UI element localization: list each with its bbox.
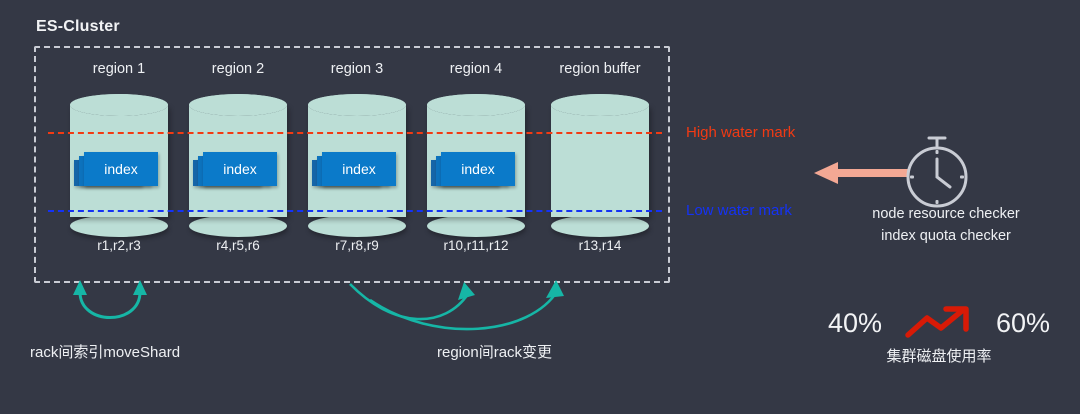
region-cylinder: index (189, 94, 287, 237)
checker-line-1: node resource checker (872, 206, 1020, 222)
cylinder-top-surface (308, 94, 406, 116)
cylinder-bottom (70, 215, 168, 237)
index-stack: index (74, 150, 164, 196)
region-cylinder: index (427, 94, 525, 237)
disk-usage-from: 40% (828, 307, 883, 338)
cluster-boundary-box (34, 46, 670, 283)
high-water-mark-label: High water mark (686, 124, 796, 141)
cylinder-top-surface (427, 94, 525, 116)
checker-pointer-arrow (814, 162, 908, 184)
cylinder-bottom (189, 215, 287, 237)
cylinder-top-surface (70, 94, 168, 116)
cluster-title: ES-Cluster (36, 18, 120, 35)
rack-change-label: region间rack变更 (437, 344, 553, 361)
region-column: region 3 index r7,r8,r9 (297, 60, 417, 253)
cylinder-top-surface (551, 94, 649, 116)
region-column: region 2 index r4,r5,r6 (178, 60, 298, 253)
region-column: region buffer r13,r14 (540, 60, 660, 253)
rack-change-arrows (349, 280, 564, 331)
region-header: region 4 (449, 61, 503, 77)
region-header: region buffer (559, 61, 641, 77)
region-cylinder: index (70, 94, 168, 237)
index-label: index (461, 161, 495, 177)
region-racks: r4,r5,r6 (216, 238, 260, 253)
index-stack: index (312, 150, 402, 196)
index-stack: index (431, 150, 521, 196)
index-label: index (342, 161, 376, 177)
index-card-front: index (441, 152, 515, 186)
disk-usage-row: 40% 60% (828, 303, 1050, 343)
index-card-front: index (203, 152, 277, 186)
region-column: region 1 index r1,r2,r3 (59, 60, 179, 253)
cylinder-top-surface (189, 94, 287, 116)
disk-usage-caption: 集群磁盘使用率 (886, 348, 992, 365)
index-card-front: index (322, 152, 396, 186)
region-racks: r13,r14 (578, 238, 622, 253)
region-header: region 1 (92, 61, 146, 77)
region-racks: r7,r8,r9 (335, 238, 379, 253)
low-water-mark-label: Low water mark (686, 202, 792, 219)
move-shard-double-arrow (73, 280, 147, 319)
region-racks: r10,r11,r12 (443, 238, 509, 253)
high-water-mark-line (48, 132, 662, 134)
move-shard-label: rack间索引moveShard (30, 344, 181, 361)
region-cylinder: index (308, 94, 406, 237)
index-label: index (223, 161, 257, 177)
low-water-mark-line (48, 210, 662, 212)
cylinder-body (551, 105, 649, 217)
checker-description: node resource checker index quota checke… (848, 203, 1044, 247)
cylinder-bottom (551, 215, 649, 237)
checker-line-2: index quota checker (881, 228, 1011, 244)
stopwatch-icon (906, 136, 968, 208)
region-header: region 3 (330, 61, 384, 77)
region-cylinder (551, 94, 649, 237)
cylinder-bottom (427, 215, 525, 237)
cylinder-bottom (308, 215, 406, 237)
index-card-front: index (84, 152, 158, 186)
trending-up-icon (905, 306, 969, 338)
region-racks: r1,r2,r3 (97, 238, 141, 253)
region-column: region 4 index r10,r11,r12 (416, 60, 536, 253)
index-label: index (104, 161, 138, 177)
region-header: region 2 (211, 61, 265, 77)
index-stack: index (193, 150, 283, 196)
disk-usage-to: 60% (995, 307, 1050, 338)
